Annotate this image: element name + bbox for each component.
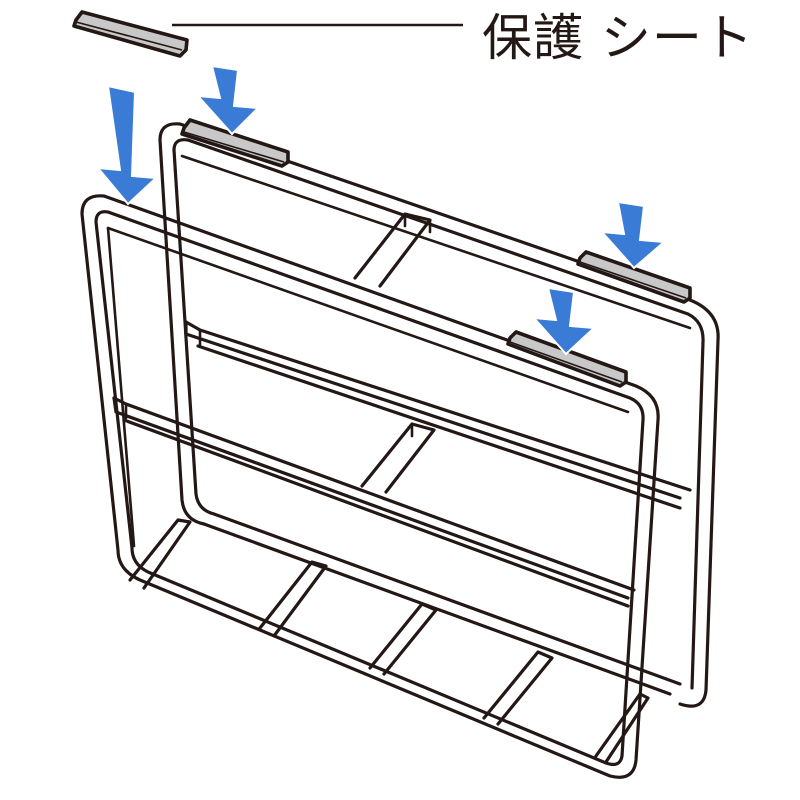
protective-sheet-sample: [72, 10, 189, 58]
arrow-down-icon: [195, 64, 261, 136]
bottom-crossbars: [128, 518, 650, 764]
arrow-down-icon: [531, 286, 597, 356]
arrow-down-icon: [95, 84, 159, 206]
front-frame: [80, 194, 660, 779]
arrow-down-icon: [599, 200, 667, 270]
protective-sheet-3: [506, 330, 628, 388]
top-connectors: [353, 212, 436, 494]
protective-sheet-1: [180, 118, 290, 168]
protective-sheet-label: 保護 シート: [482, 9, 754, 67]
protective-sheet-2: [576, 250, 692, 304]
